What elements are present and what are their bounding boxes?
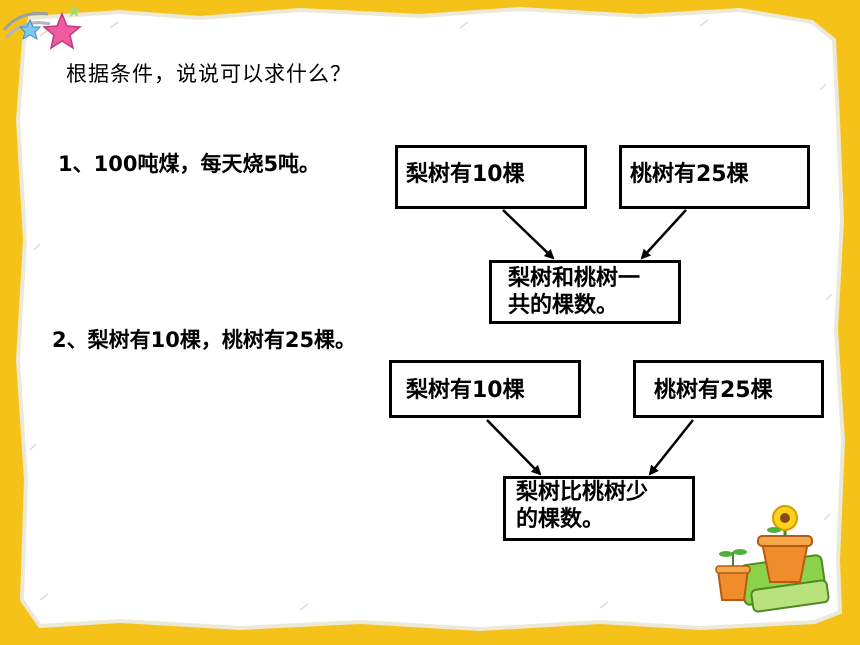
diagram1-result-box: 梨树和桃树一 共的棵数。 xyxy=(489,260,681,324)
diagram2-pear-box: 梨树有10棵 xyxy=(389,360,581,418)
diagram1-peach-label: 桃树有25棵 xyxy=(630,162,749,187)
diagram1-result-line1: 梨树和桃树一 xyxy=(508,266,641,291)
diagram1-pear-box: 梨树有10棵 xyxy=(395,145,587,209)
flower-pots-decoration-icon xyxy=(715,505,830,613)
diagram2-pear-label: 梨树有10棵 xyxy=(406,378,525,403)
star-decoration-icon xyxy=(2,4,82,50)
diagram2-result-line1: 梨树比桃树少 xyxy=(516,480,649,505)
diagram2-peach-box: 桃树有25棵 xyxy=(633,360,824,418)
diagram1-pear-label: 梨树有10棵 xyxy=(406,162,525,187)
page-title: 根据条件，说说可以求什么？ xyxy=(66,62,352,86)
diagram2-peach-label: 桃树有25棵 xyxy=(654,378,773,403)
diagram2-result-box: 梨树比桃树少 的棵数。 xyxy=(503,476,695,541)
condition-1: 1、100吨煤，每天烧5吨。 xyxy=(58,152,321,176)
diagram2-result-line2: 的棵数。 xyxy=(516,507,605,532)
diagram1-result-line2: 共的棵数。 xyxy=(508,293,619,318)
condition-2: 2、梨树有10棵，桃树有25棵。 xyxy=(52,328,357,352)
diagram1-peach-box: 桃树有25棵 xyxy=(619,145,810,209)
